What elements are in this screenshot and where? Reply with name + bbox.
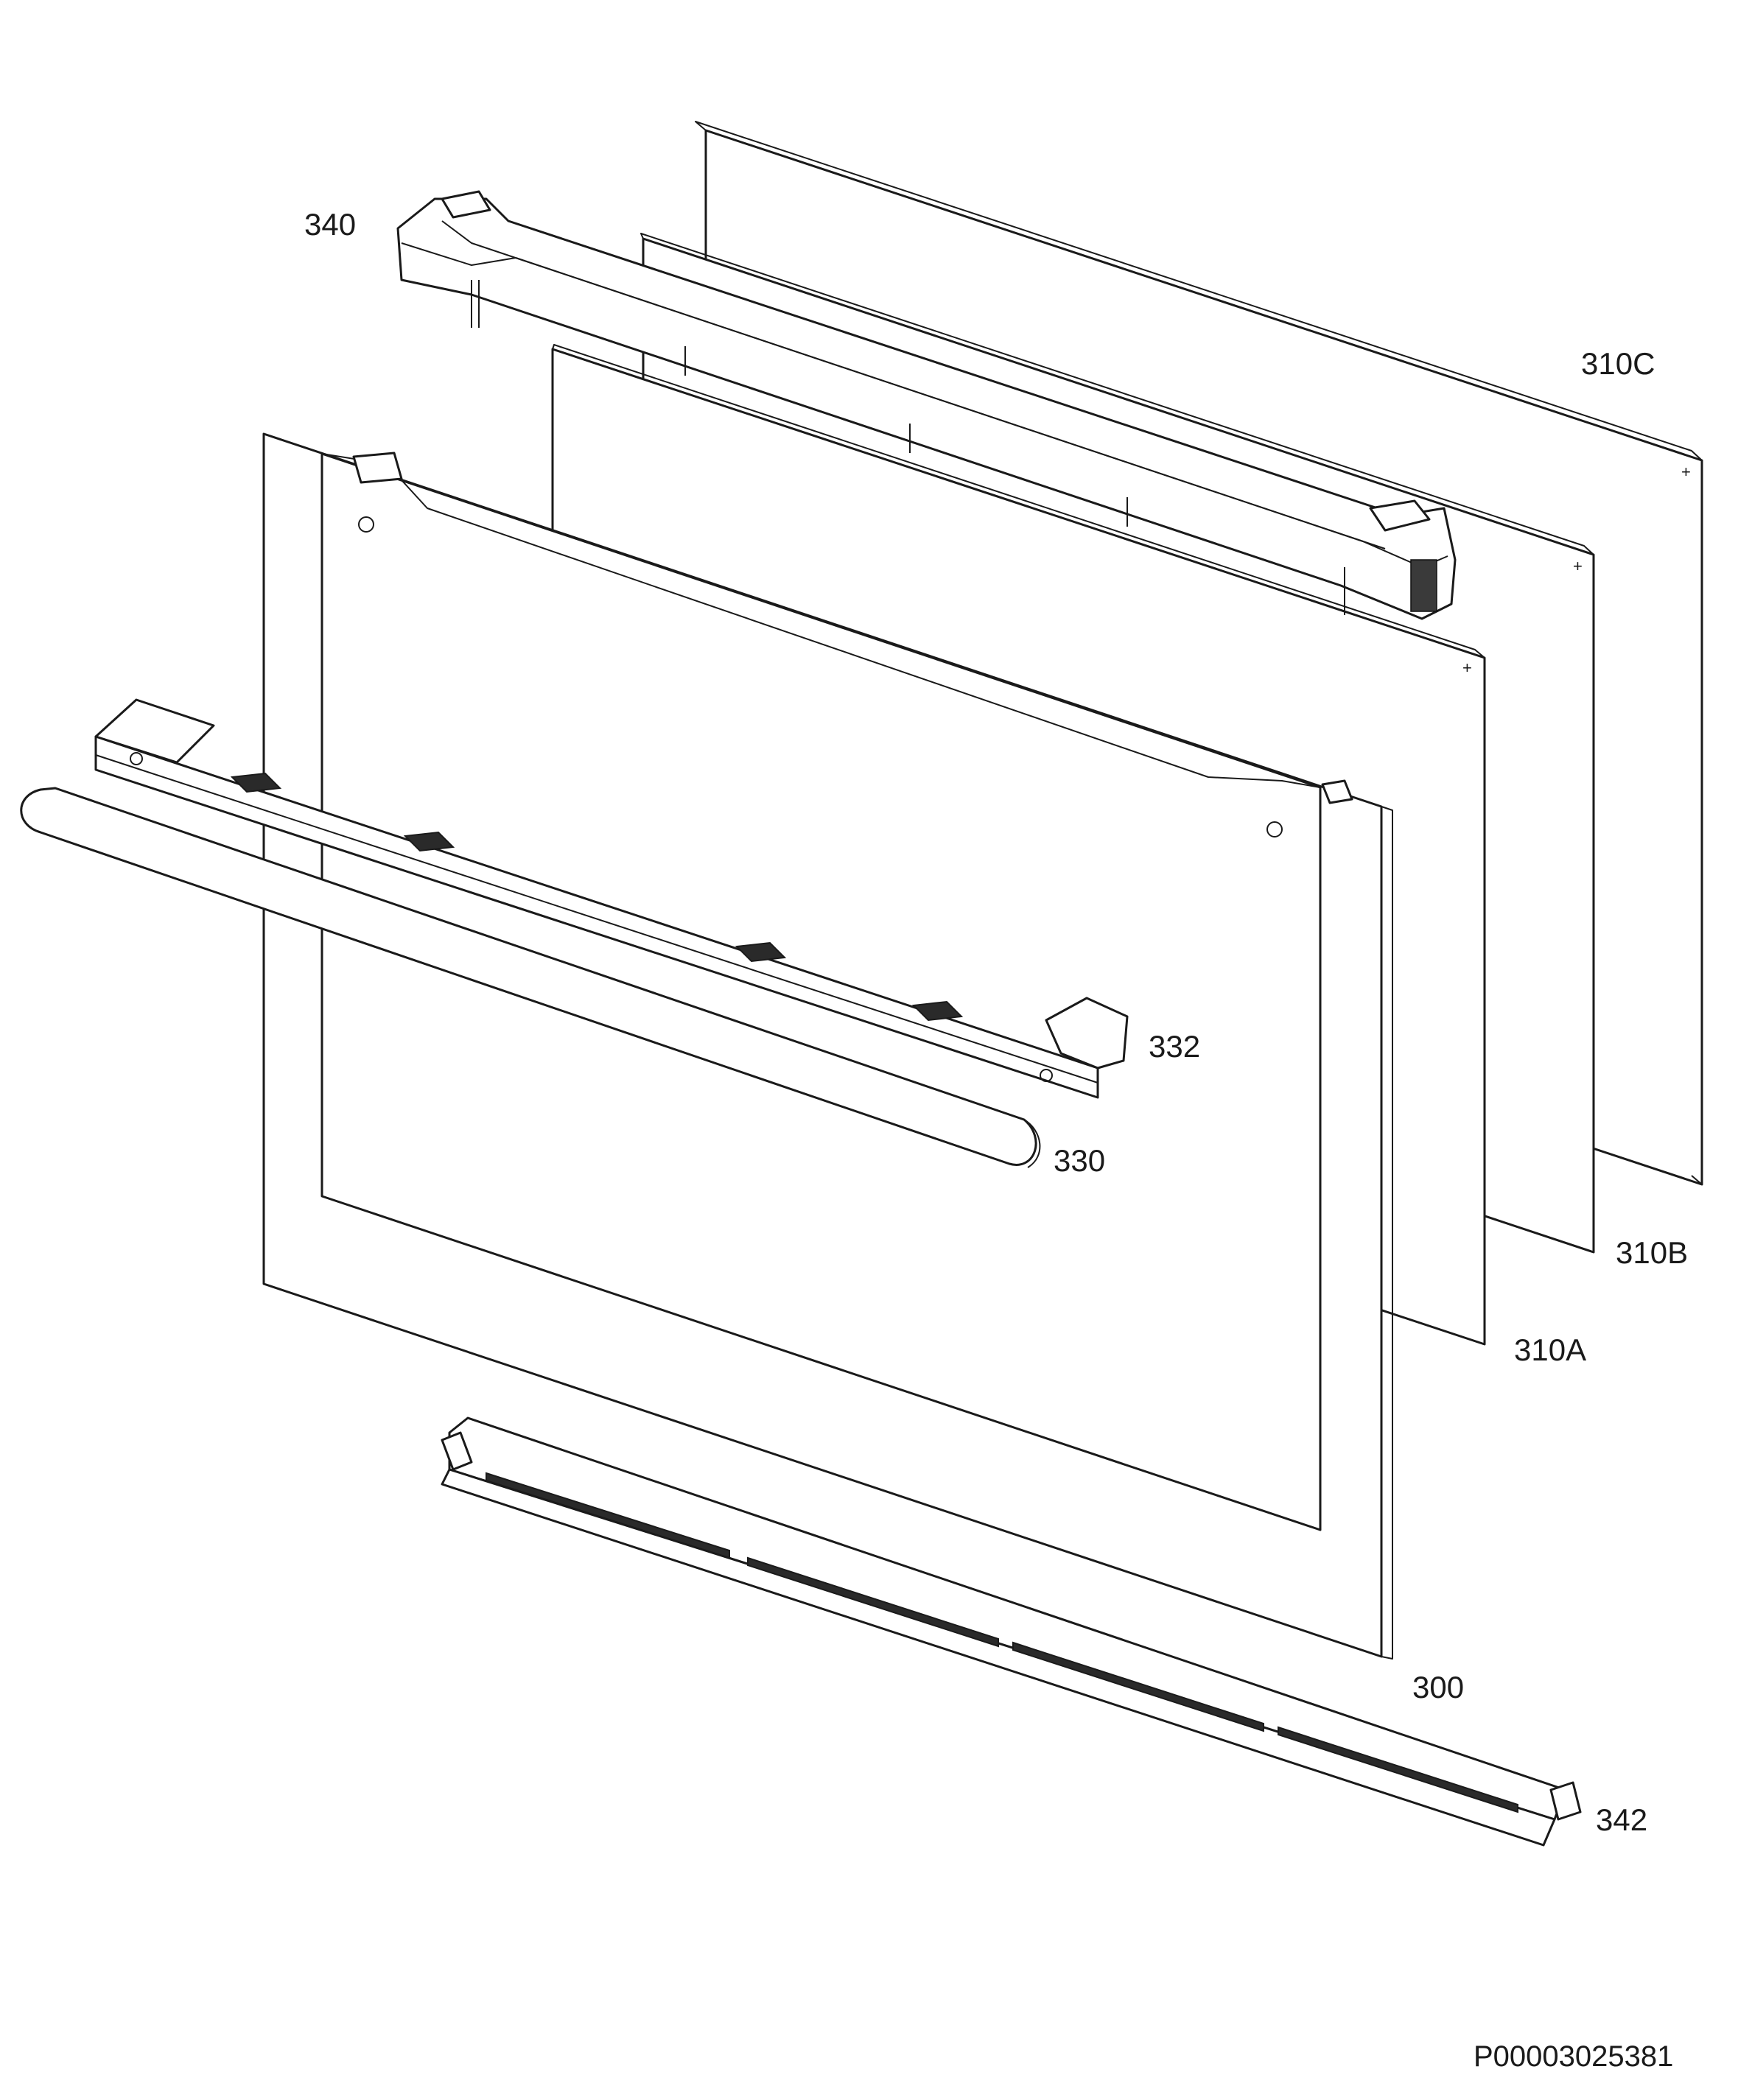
handle-bar-330 bbox=[20, 787, 1041, 1168]
svg-text:+: + bbox=[1462, 659, 1472, 677]
label-342: 342 bbox=[1596, 1802, 1648, 1837]
bottom-trim-342 bbox=[441, 1416, 1582, 1847]
label-332: 332 bbox=[1149, 1029, 1201, 1064]
handle-bracket-332 bbox=[94, 698, 1129, 1099]
top-profile-340 bbox=[396, 190, 1457, 620]
svg-text:+: + bbox=[1573, 557, 1583, 575]
drawing-number: P00003025381 bbox=[1474, 2040, 1674, 2073]
door-frame-300 bbox=[262, 432, 1393, 1660]
svg-text:+: + bbox=[1681, 463, 1691, 481]
label-310b: 310B bbox=[1616, 1235, 1689, 1270]
label-310c: 310C bbox=[1581, 346, 1655, 381]
label-330: 330 bbox=[1054, 1143, 1106, 1178]
label-300: 300 bbox=[1412, 1670, 1465, 1704]
label-310a: 310A bbox=[1514, 1332, 1587, 1367]
label-340: 340 bbox=[304, 207, 357, 242]
